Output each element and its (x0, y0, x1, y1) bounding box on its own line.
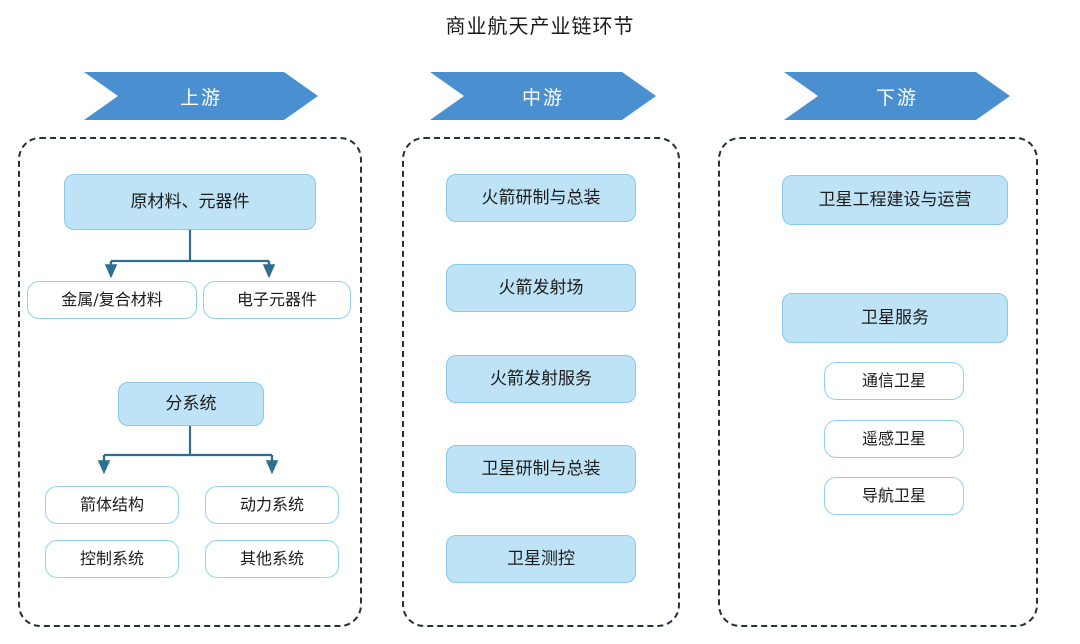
node-raw-materials[interactable]: 原材料、元器件 (64, 174, 316, 230)
node-rocket-launch-site[interactable]: 火箭发射场 (446, 264, 636, 312)
node-electronic-components[interactable]: 电子元器件 (203, 281, 351, 319)
page-title: 商业航天产业链环节 (445, 14, 635, 38)
node-control-system[interactable]: 控制系统 (45, 540, 179, 578)
node-metal-composite[interactable]: 金属/复合材料 (27, 281, 197, 319)
node-navigation-satellite[interactable]: 导航卫星 (824, 477, 964, 515)
node-satellite-tracking[interactable]: 卫星测控 (446, 535, 636, 583)
chevron-upstream-label: 上游 (179, 86, 222, 109)
chevron-downstream: 下游 (784, 72, 1010, 120)
container-upstream (18, 137, 362, 627)
node-remote-sensing-satellite[interactable]: 遥感卫星 (824, 420, 964, 458)
chevron-midstream-label: 中游 (521, 86, 564, 109)
container-midstream (402, 137, 680, 627)
node-subsystem[interactable]: 分系统 (118, 382, 264, 426)
chevron-midstream: 中游 (430, 72, 656, 120)
node-rocket-body-structure[interactable]: 箭体结构 (45, 486, 179, 524)
chevron-downstream-label: 下游 (875, 86, 918, 109)
container-downstream (718, 137, 1038, 627)
node-rocket-dev-assembly[interactable]: 火箭研制与总装 (446, 174, 636, 222)
chevron-upstream: 上游 (84, 72, 318, 120)
node-satellite-dev-assembly[interactable]: 卫星研制与总装 (446, 445, 636, 493)
node-communication-satellite[interactable]: 通信卫星 (824, 362, 964, 400)
node-power-system[interactable]: 动力系统 (205, 486, 339, 524)
node-satellite-service[interactable]: 卫星服务 (782, 293, 1008, 343)
node-rocket-launch-service[interactable]: 火箭发射服务 (446, 355, 636, 403)
node-satellite-engineering[interactable]: 卫星工程建设与运营 (782, 175, 1008, 225)
node-other-system[interactable]: 其他系统 (205, 540, 339, 578)
